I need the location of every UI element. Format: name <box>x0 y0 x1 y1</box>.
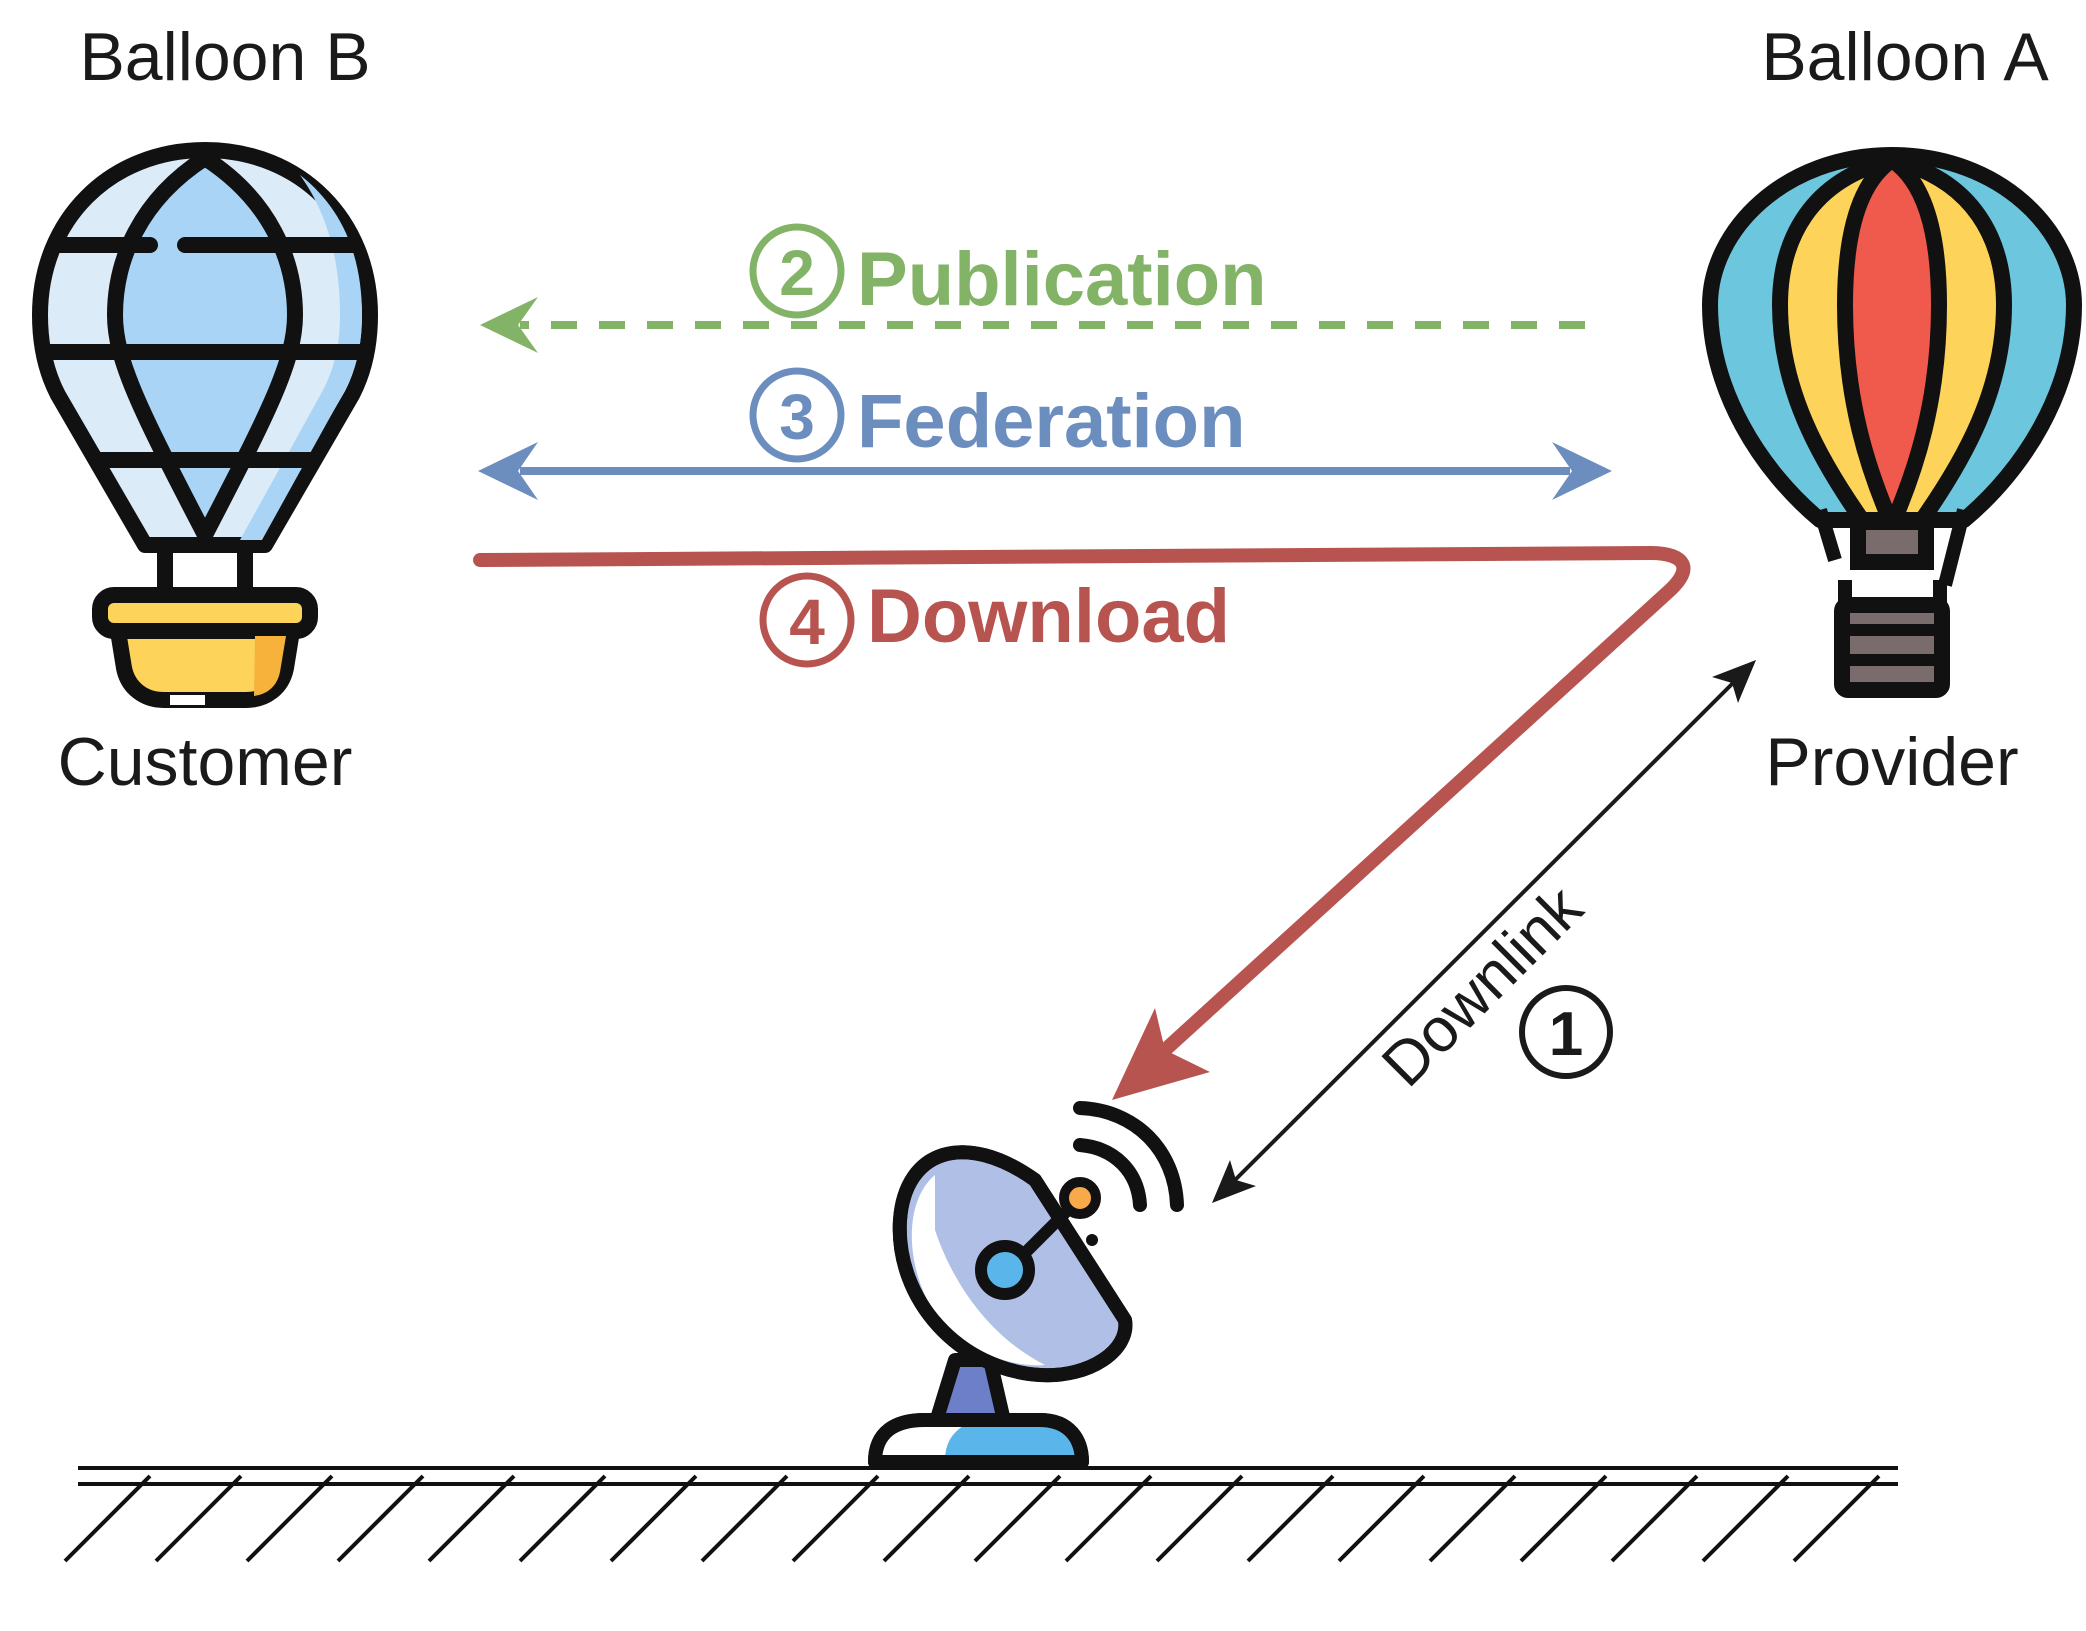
ground-hatch-line <box>427 1474 516 1563</box>
satellite-dish-icon <box>868 1101 1184 1469</box>
balloon-b-title: Balloon B <box>79 19 370 95</box>
ground-hatch-line <box>1428 1474 1517 1563</box>
customer-label: Customer <box>58 724 353 800</box>
ground-hatch-line <box>154 1474 243 1563</box>
ground-hatch-line <box>609 1474 698 1563</box>
download-arrow <box>473 546 1691 1100</box>
ground-hatch-line <box>1246 1474 1335 1563</box>
ground-hatch-line <box>63 1474 152 1563</box>
ground-hatch-line <box>1155 1474 1244 1563</box>
ground-hatch-line <box>518 1474 607 1563</box>
publication-step-badge: 2 <box>749 223 845 319</box>
ground-hatch-line <box>791 1474 880 1563</box>
federation-label: Federation <box>857 379 1246 464</box>
ground-hatch-line <box>700 1474 789 1563</box>
federation-arrow <box>478 442 1612 500</box>
hot-air-balloon-icon <box>1702 147 2082 698</box>
federation-step-number: 3 <box>779 381 815 453</box>
downlink-step-number: 1 <box>1549 1000 1583 1069</box>
ground-hatch-line <box>245 1474 334 1563</box>
ground-hatch-line <box>336 1474 425 1563</box>
ground-hatch-line <box>882 1474 971 1563</box>
publication-step-number: 2 <box>779 237 815 309</box>
publication-label: Publication <box>857 237 1267 322</box>
download-label: Download <box>867 574 1230 659</box>
hot-air-balloon-icon <box>32 142 378 708</box>
download-step-badge: 4 <box>759 572 855 668</box>
downlink-arrow <box>1212 660 1756 1203</box>
publication-arrow <box>480 297 1585 353</box>
provider-label: Provider <box>1765 724 2018 800</box>
ground-hatch-line <box>1519 1474 1608 1563</box>
downlink-step-badge: 1 <box>1519 985 1613 1079</box>
ground-hatch-line <box>1792 1474 1881 1563</box>
ground-hatch-line <box>973 1474 1062 1563</box>
download-step-number: 4 <box>789 586 825 658</box>
balloon-a-title: Balloon A <box>1761 19 2049 95</box>
federation-step-badge: 3 <box>749 367 845 463</box>
ground-hatch-line <box>1337 1474 1426 1563</box>
ground-hatch-line <box>1064 1474 1153 1563</box>
ground-hatch-line <box>1701 1474 1790 1563</box>
ground <box>63 1466 1898 1563</box>
ground-hatch-line <box>1610 1474 1699 1563</box>
